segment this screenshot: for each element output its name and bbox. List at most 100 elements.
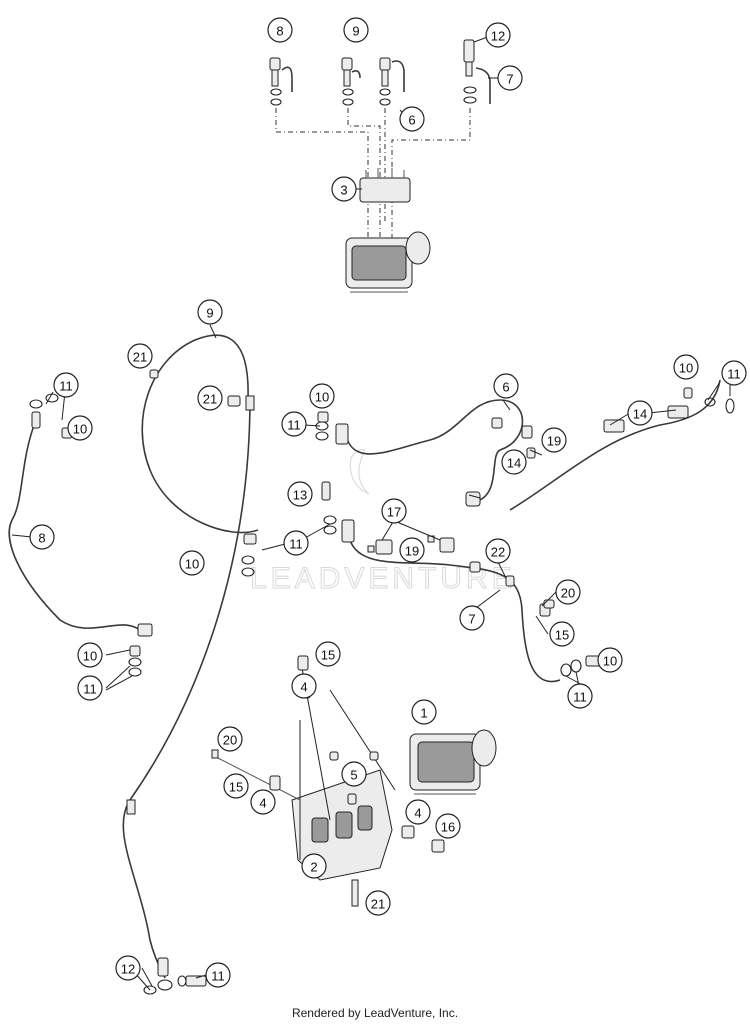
callout-label: 16 (441, 820, 455, 835)
callout-11: 11 (281, 411, 307, 437)
callout-3: 3 (331, 176, 357, 202)
callout-label: 11 (83, 682, 97, 697)
callout-label: 9 (206, 306, 213, 321)
callout-label: 4 (300, 680, 307, 695)
callout-label: 11 (211, 969, 225, 984)
callout-label: 2 (310, 860, 317, 875)
fitting-8-top (269, 57, 293, 106)
callout-19: 19 (541, 427, 567, 453)
callout-19: 19 (399, 537, 425, 563)
callout-10: 10 (179, 550, 205, 576)
callout-1: 1 (411, 699, 437, 725)
callout-label: 8 (276, 24, 283, 39)
callout-label: 10 (185, 557, 199, 572)
callout-label: 21 (203, 392, 217, 407)
brake-line-6 (315, 399, 533, 507)
callout-12: 12 (115, 955, 141, 981)
callout-label: 6 (408, 113, 415, 128)
callout-8: 8 (29, 524, 55, 550)
callout-14: 14 (627, 400, 653, 426)
callout-11: 11 (721, 360, 747, 386)
callout-8: 8 (267, 17, 293, 43)
callout-label: 12 (121, 962, 135, 977)
callout-21: 21 (127, 343, 153, 369)
callout-label: 11 (727, 367, 741, 382)
callout-10: 10 (673, 354, 699, 380)
callout-label: 3 (340, 183, 347, 198)
abs-unit-top (345, 231, 431, 293)
callout-21: 21 (365, 890, 391, 916)
callout-label: 9 (352, 24, 359, 39)
callout-label: 19 (547, 434, 561, 449)
callout-15: 15 (315, 641, 341, 667)
callout-10: 10 (597, 647, 623, 673)
callout-20: 20 (555, 579, 581, 605)
callout-2: 2 (301, 853, 327, 879)
callout-label: 11 (289, 537, 303, 552)
callout-11: 11 (53, 372, 79, 398)
brake-line-13 (509, 379, 735, 511)
callout-15: 15 (549, 621, 575, 647)
callout-4: 4 (291, 673, 317, 699)
callout-9: 9 (197, 299, 223, 325)
callout-label: 12 (491, 29, 505, 44)
callout-7: 7 (497, 65, 523, 91)
fitting-12-7-top (463, 39, 491, 104)
callout-label: 20 (561, 586, 575, 601)
callout-label: 22 (491, 545, 505, 560)
callout-12: 12 (485, 22, 511, 48)
callout-5: 5 (341, 761, 367, 787)
callout-7: 7 (459, 605, 485, 631)
callout-20: 20 (217, 726, 243, 752)
callout-label: 21 (371, 897, 385, 912)
clip-group-16-17 (367, 535, 455, 555)
callout-label: 13 (293, 488, 307, 503)
watermark: LEADVENTURE (250, 449, 512, 596)
footer-credit: Rendered by LeadVenture, Inc. (291, 1006, 459, 1020)
brake-line-7 (321, 481, 603, 683)
callout-9: 9 (343, 17, 369, 43)
callout-14: 14 (501, 449, 527, 475)
callout-label: 19 (405, 544, 419, 559)
callout-label: 17 (387, 505, 401, 520)
callout-4: 4 (405, 799, 431, 825)
callout-label: 10 (73, 422, 87, 437)
callout-label: 6 (502, 380, 509, 395)
callout-label: 10 (83, 649, 97, 664)
abs-unit-main (409, 729, 497, 795)
callout-label: 8 (38, 531, 45, 546)
callout-22: 22 (485, 538, 511, 564)
callout-6: 6 (493, 373, 519, 399)
callout-13: 13 (287, 481, 313, 507)
callout-11: 11 (205, 962, 231, 988)
callout-label: 4 (414, 806, 421, 821)
callout-15: 15 (223, 773, 249, 799)
callout-label: 10 (603, 654, 617, 669)
callout-label: 10 (679, 361, 693, 376)
callout-16: 16 (435, 813, 461, 839)
callout-11: 11 (283, 530, 309, 556)
callout-label: 14 (633, 407, 647, 422)
top-abs-detail (269, 39, 491, 293)
brake-line-9 (122, 334, 259, 995)
fitting-6-top (379, 57, 405, 106)
callout-label: 21 (133, 350, 147, 365)
callout-label: 14 (507, 456, 521, 471)
callout-label: 7 (468, 612, 475, 627)
callout-21: 21 (197, 385, 223, 411)
callout-label: 15 (321, 648, 335, 663)
callout-label: 11 (287, 418, 301, 433)
callout-6: 6 (399, 106, 425, 132)
callout-group: 1234445667788991010101010101111111111111… (29, 17, 747, 988)
callout-label: 7 (506, 72, 513, 87)
callout-4: 4 (250, 789, 276, 815)
callout-10: 10 (77, 642, 103, 668)
callout-11: 11 (77, 675, 103, 701)
callout-11: 11 (567, 683, 593, 709)
callout-label: 11 (59, 379, 73, 394)
bracket-assembly (211, 655, 445, 907)
callout-10: 10 (309, 383, 335, 409)
callout-label: 5 (350, 768, 357, 783)
callout-label: 1 (420, 706, 427, 721)
